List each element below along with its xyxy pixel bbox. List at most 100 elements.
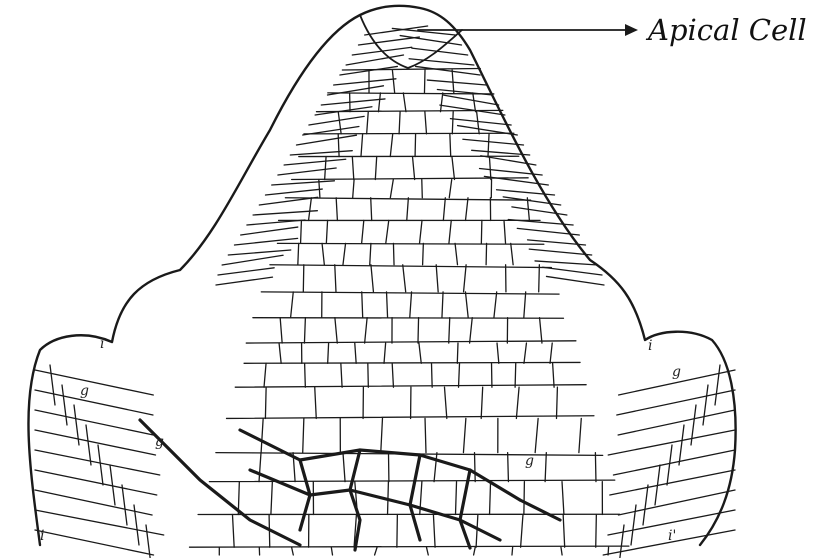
- cell-wall: [413, 157, 415, 180]
- cell-wall: [476, 514, 478, 547]
- cell-wall: [596, 514, 597, 547]
- cell-wall: [392, 363, 393, 387]
- cell-wall: [309, 198, 312, 221]
- cell-wall: [50, 365, 55, 405]
- cell-wall: [277, 243, 543, 244]
- label-g-left-inner: g: [155, 434, 164, 450]
- cell-wall: [353, 180, 354, 198]
- cell-wall: [556, 387, 557, 418]
- cell-wall: [244, 362, 580, 363]
- cell-wall: [321, 99, 385, 105]
- cell-wall: [617, 390, 735, 415]
- cell-wall: [400, 36, 461, 45]
- cell-wall: [292, 547, 294, 555]
- cell-wall: [343, 243, 346, 264]
- label-i-prime-bottom-right: i': [668, 528, 676, 544]
- cell-wall: [279, 343, 281, 363]
- cell-wall: [209, 480, 614, 482]
- cell-wall: [381, 418, 383, 452]
- cell-wall: [463, 418, 465, 452]
- cell-wall: [328, 343, 329, 363]
- cell-wall: [553, 363, 554, 387]
- cell-wall: [304, 133, 514, 134]
- apical-cell-label: Apical Cell: [645, 13, 807, 47]
- cell-wall: [335, 265, 336, 292]
- cell-wall: [470, 318, 473, 343]
- cell-wall: [35, 430, 156, 455]
- cell-wall: [465, 292, 468, 318]
- cell-wall: [259, 453, 261, 482]
- label-g-left: g: [80, 383, 89, 399]
- cell-wall: [241, 227, 298, 235]
- label-i-bottom-left: i: [40, 528, 44, 544]
- cell-wall: [98, 445, 103, 485]
- cell-wall: [521, 514, 523, 547]
- cell-wall: [449, 220, 451, 243]
- cell-wall: [452, 157, 455, 180]
- cell-wall: [444, 387, 446, 418]
- cell-wall: [562, 482, 564, 515]
- cell-wall: [359, 37, 420, 45]
- cell-wall: [449, 180, 451, 198]
- cell-wall: [703, 385, 708, 425]
- cell-wall: [371, 265, 373, 292]
- cell-wall: [457, 343, 458, 363]
- cell-wall: [464, 265, 467, 292]
- cell-wall: [497, 343, 499, 363]
- label-i-left: i: [100, 336, 104, 352]
- label-g-right: g: [672, 364, 681, 380]
- cell-wall: [618, 410, 735, 435]
- cell-wall: [545, 453, 546, 482]
- cell-wall: [228, 250, 291, 255]
- cell-wall: [610, 470, 735, 495]
- label-i-right: i: [648, 338, 652, 354]
- cell-wall: [325, 157, 326, 180]
- cell-wall: [280, 318, 282, 343]
- cell-wall: [216, 277, 272, 285]
- cell-wall: [579, 418, 581, 452]
- cell-wall: [338, 134, 339, 157]
- cell-wall: [335, 318, 337, 343]
- cell-wall: [122, 485, 127, 525]
- cell-wall: [490, 482, 491, 515]
- cell-wall: [371, 198, 372, 221]
- cell-wall: [271, 482, 272, 515]
- cell-wall: [504, 220, 506, 243]
- cell-wall: [524, 343, 526, 363]
- cell-wall: [399, 112, 400, 134]
- cell-wall: [473, 93, 476, 112]
- cell-wall: [418, 318, 419, 343]
- cell-wall: [303, 265, 304, 292]
- cell-wall: [368, 363, 369, 387]
- cell-wall: [365, 318, 367, 343]
- cell-wall: [378, 93, 380, 112]
- cell-wall: [393, 243, 394, 264]
- cell-wall: [540, 318, 542, 343]
- cell-network: [35, 26, 735, 558]
- cell-wall: [561, 547, 562, 555]
- cell-wall: [261, 418, 263, 452]
- cell-wall: [305, 363, 306, 387]
- cell-wall: [424, 70, 425, 93]
- cell-wall: [563, 514, 565, 547]
- cell-wall: [407, 198, 409, 221]
- cell-wall: [618, 490, 735, 515]
- cell-wall: [422, 180, 423, 198]
- cell-wall: [375, 157, 376, 180]
- cell-wall: [367, 112, 369, 134]
- cell-wall: [512, 547, 513, 555]
- cell-wall: [343, 453, 345, 482]
- cell-wall: [494, 292, 497, 318]
- cell-wall: [450, 119, 511, 125]
- cell-wall: [35, 470, 157, 495]
- cell-wall: [444, 95, 499, 105]
- cell-wall: [433, 514, 435, 547]
- cell-wall: [425, 418, 426, 452]
- cell-wall: [543, 267, 602, 275]
- cell-wall: [426, 547, 428, 555]
- cell-wall: [474, 547, 476, 555]
- cell-wall: [290, 151, 352, 155]
- cell-wall: [331, 547, 332, 555]
- cell-wall: [497, 190, 555, 195]
